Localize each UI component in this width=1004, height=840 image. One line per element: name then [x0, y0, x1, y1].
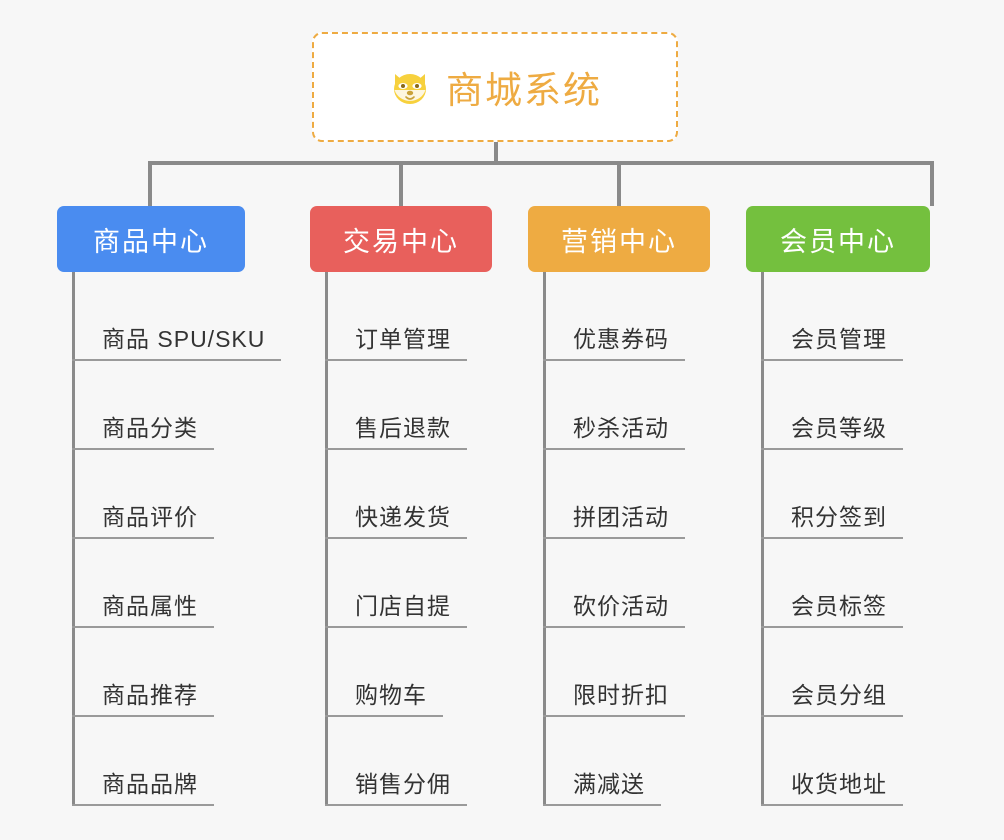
leaf-label: 会员标签: [761, 593, 903, 628]
leaf-label: 销售分佣: [325, 771, 467, 806]
leaf-label: 限时折扣: [543, 682, 685, 717]
leaf-item[interactable]: 快递发货: [310, 450, 492, 539]
leaf-label: 门店自提: [325, 593, 467, 628]
branch-column-2: 营销中心 优惠券码 秒杀活动 拼团活动 砍价活动 限时折扣 满减送: [528, 206, 710, 806]
leaf-label: 订单管理: [325, 326, 467, 361]
shiba-dog-face-icon: [388, 65, 432, 109]
leaf-item[interactable]: 限时折扣: [528, 628, 710, 717]
leaf-label: 购物车: [325, 682, 443, 717]
leaf-list-2: 优惠券码 秒杀活动 拼团活动 砍价活动 限时折扣 满减送: [528, 272, 710, 806]
leaf-label: 商品评价: [72, 504, 214, 539]
leaf-label: 商品分类: [72, 415, 214, 450]
leaf-spine-0: [72, 272, 75, 806]
connector-drop-1: [399, 161, 403, 206]
root-title: 商城系统: [446, 70, 602, 111]
category-header-3[interactable]: 会员中心: [746, 206, 930, 272]
connector-drop-0: [148, 161, 152, 206]
connector-drop-3: [930, 161, 934, 206]
leaf-label: 砍价活动: [543, 593, 685, 628]
branch-column-0: 商品中心 商品 SPU/SKU 商品分类 商品评价 商品属性 商品推荐 商品品牌: [57, 206, 282, 806]
leaf-item[interactable]: 会员标签: [746, 539, 930, 628]
category-header-0[interactable]: 商品中心: [57, 206, 245, 272]
leaf-label: 拼团活动: [543, 504, 685, 539]
leaf-label: 会员分组: [761, 682, 903, 717]
leaf-item[interactable]: 满减送: [528, 717, 710, 806]
category-label-1: 交易中心: [343, 226, 459, 257]
leaf-item[interactable]: 门店自提: [310, 539, 492, 628]
leaf-item[interactable]: 收货地址: [746, 717, 930, 806]
leaf-spine-1: [325, 272, 328, 806]
category-label-2: 营销中心: [561, 226, 677, 257]
category-header-2[interactable]: 营销中心: [528, 206, 710, 272]
leaf-label: 优惠券码: [543, 326, 685, 361]
leaf-item[interactable]: 会员管理: [746, 272, 930, 361]
category-label-3: 会员中心: [780, 226, 896, 257]
connector-horizontal-bar: [148, 161, 934, 165]
branch-column-1: 交易中心 订单管理 售后退款 快递发货 门店自提 购物车 销售分佣: [310, 206, 492, 806]
leaf-item[interactable]: 商品分类: [57, 361, 245, 450]
leaf-label: 商品品牌: [72, 771, 214, 806]
connector-root-stem: [494, 142, 498, 164]
leaf-item[interactable]: 会员分组: [746, 628, 930, 717]
leaf-item[interactable]: 积分签到: [746, 450, 930, 539]
leaf-spine-2: [543, 272, 546, 806]
connector-drop-2: [617, 161, 621, 206]
leaf-label: 秒杀活动: [543, 415, 685, 450]
branch-column-3: 会员中心 会员管理 会员等级 积分签到 会员标签 会员分组 收货地址: [746, 206, 930, 806]
leaf-spine-3: [761, 272, 764, 806]
leaf-list-3: 会员管理 会员等级 积分签到 会员标签 会员分组 收货地址: [746, 272, 930, 806]
leaf-label: 商品 SPU/SKU: [72, 326, 282, 361]
category-header-1[interactable]: 交易中心: [310, 206, 492, 272]
leaf-label: 商品属性: [72, 593, 214, 628]
leaf-item[interactable]: 售后退款: [310, 361, 492, 450]
leaf-label: 积分签到: [761, 504, 903, 539]
root-node[interactable]: 商城系统: [312, 32, 678, 142]
leaf-label: 快递发货: [325, 504, 467, 539]
leaf-label: 售后退款: [325, 415, 467, 450]
leaf-item[interactable]: 优惠券码: [528, 272, 710, 361]
leaf-item[interactable]: 订单管理: [310, 272, 492, 361]
leaf-item[interactable]: 销售分佣: [310, 717, 492, 806]
leaf-item[interactable]: 会员等级: [746, 361, 930, 450]
leaf-label: 会员管理: [761, 326, 903, 361]
leaf-item[interactable]: 商品属性: [57, 539, 245, 628]
category-label-0: 商品中心: [93, 226, 209, 257]
leaf-item[interactable]: 商品推荐: [57, 628, 245, 717]
leaf-item[interactable]: 砍价活动: [528, 539, 710, 628]
leaf-label: 会员等级: [761, 415, 903, 450]
leaf-item[interactable]: 商品评价: [57, 450, 245, 539]
leaf-list-0: 商品 SPU/SKU 商品分类 商品评价 商品属性 商品推荐 商品品牌: [57, 272, 282, 806]
leaf-label: 商品推荐: [72, 682, 214, 717]
leaf-item[interactable]: 商品品牌: [57, 717, 245, 806]
leaf-list-1: 订单管理 售后退款 快递发货 门店自提 购物车 销售分佣: [310, 272, 492, 806]
leaf-item[interactable]: 商品 SPU/SKU: [57, 272, 282, 361]
leaf-item[interactable]: 拼团活动: [528, 450, 710, 539]
leaf-item[interactable]: 购物车: [310, 628, 492, 717]
leaf-label: 满减送: [543, 771, 661, 806]
leaf-label: 收货地址: [761, 771, 903, 806]
leaf-item[interactable]: 秒杀活动: [528, 361, 710, 450]
